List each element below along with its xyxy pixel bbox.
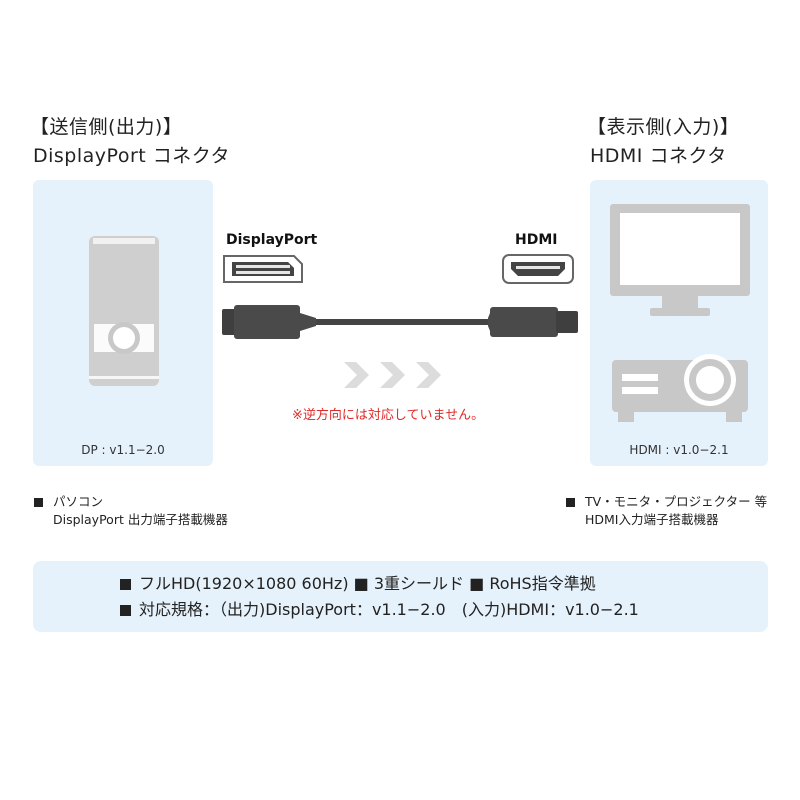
- displayport-port-icon: [223, 255, 303, 283]
- sender-spec: DP : v1.1−2.0: [81, 443, 165, 457]
- receiver-panel: HDMI : v1.0−2.1: [590, 180, 768, 466]
- receiver-heading: 【表示側(入力)】: [587, 116, 740, 138]
- receiver-subheading: HDMI コネクタ: [590, 145, 727, 167]
- sender-panel: DP : v1.1−2.0: [33, 180, 213, 466]
- features-box: フルHD(1920×1080 60Hz) ■ 3重シールド ■ RoHS指令準拠…: [33, 561, 768, 632]
- hdmi-label: HDMI: [515, 232, 558, 248]
- bullet-square-icon: [120, 605, 131, 616]
- projector-icon: [612, 354, 748, 422]
- bullet-square-icon: [120, 579, 131, 590]
- bullet-square-icon: [566, 498, 575, 507]
- sender-heading: 【送信側(出力)】: [30, 116, 183, 138]
- displayport-label: DisplayPort: [226, 232, 318, 248]
- direction-notice: ※逆方向には対応していません。: [292, 408, 485, 423]
- cable-icon: [222, 305, 578, 339]
- receiver-caption-line1: TV・モニタ・プロジェクター 等: [585, 494, 768, 509]
- sender-caption: パソコン DisplayPort 出力端子搭載機器: [34, 493, 228, 529]
- pc-tower-icon: [89, 236, 159, 386]
- features-line2-text: 対応規格：（出力)DisplayPort：v1.1−2.0 (入力)HDMI：v…: [139, 600, 639, 619]
- sender-subheading: DisplayPort コネクタ: [33, 145, 230, 167]
- receiver-spec: HDMI : v1.0−2.1: [629, 443, 729, 457]
- monitor-icon: [610, 204, 750, 316]
- hdmi-port-icon: [502, 254, 574, 284]
- sender-caption-line2: DisplayPort 出力端子搭載機器: [53, 512, 228, 527]
- receiver-caption-line2: HDMI入力端子搭載機器: [585, 512, 719, 527]
- sender-caption-line1: パソコン: [53, 494, 104, 509]
- bullet-square-icon: [34, 498, 43, 507]
- direction-arrows-icon: [344, 362, 441, 388]
- receiver-caption: TV・モニタ・プロジェクター 等 HDMI入力端子搭載機器: [566, 493, 767, 529]
- features-line1-text: フルHD(1920×1080 60Hz) ■ 3重シールド ■ RoHS指令準拠: [139, 574, 596, 593]
- features-line2: 対応規格：（出力)DisplayPort：v1.1−2.0 (入力)HDMI：v…: [120, 602, 639, 618]
- features-line1: フルHD(1920×1080 60Hz) ■ 3重シールド ■ RoHS指令準拠: [120, 576, 596, 592]
